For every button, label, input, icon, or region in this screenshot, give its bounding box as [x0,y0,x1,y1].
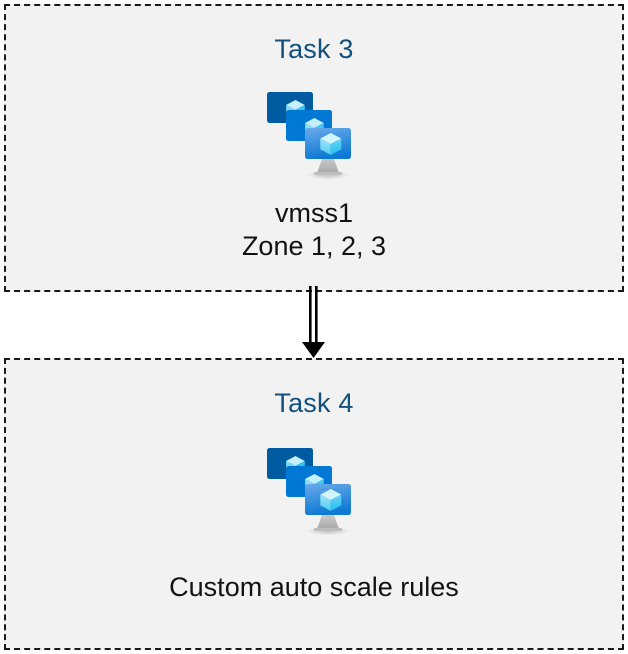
task-node-task-4[interactable]: Task 4 [4,358,624,650]
flow-connector-task3-to-task4 [296,286,332,360]
task-3-caption: vmss1 Zone 1, 2, 3 [242,197,386,263]
task-3-caption-line-1: vmss1 [274,198,353,228]
virtual-machine-scale-set-icon [259,85,369,185]
task-3-caption-line-2: Zone 1, 2, 3 [241,231,387,261]
task-4-title: Task 4 [274,388,354,418]
task-4-caption-line-1: Custom auto scale rules [169,572,459,602]
virtual-machine-scale-set-icon [259,441,369,541]
task-node-task-3[interactable]: Task 3 [4,4,624,292]
task-4-caption: Custom auto scale rules [169,571,459,604]
task-3-title: Task 3 [274,34,354,64]
